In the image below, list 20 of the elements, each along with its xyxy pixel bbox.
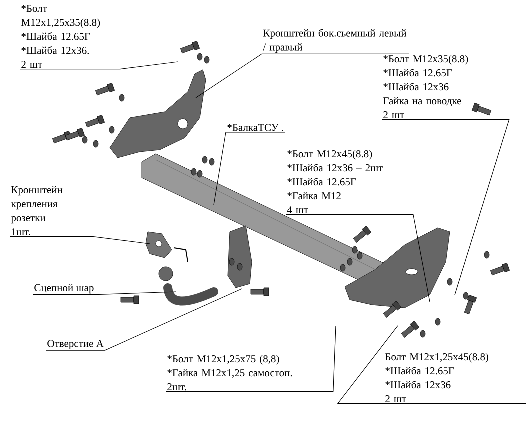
leader-line [10, 236, 150, 244]
leader-line [214, 132, 286, 206]
leader-line [196, 54, 410, 98]
leader-line [32, 292, 176, 296]
callout-text: *Болт М12x1,25x35(8.8) *Шайба 12.65Г *Шайба 12x36. 2 шт [22, 5, 100, 68]
leader-line [337, 326, 527, 404]
leader-line [46, 288, 242, 351]
leader-line [20, 62, 178, 70]
leader-line [382, 119, 510, 296]
callout-text: *Болт М12x1,25x75 (8,8) *Гайка М12x1,25 самостоп. 2шт. [168, 355, 292, 391]
callout-text: Сцепной шар [34, 284, 94, 294]
callout-text: *БалкаТСУ . [228, 124, 284, 132]
callout-text: Болт М12x1,25x45(8.8) *Шайба 12.65Г *Шайба 12x36 2 шт [386, 353, 489, 402]
callout-text: Отверстие А [48, 340, 104, 350]
callout-text: Кронштейн бок.сьемный левый / правый [263, 29, 407, 53]
callout-text: *Болт М12x35(8.8) *Шайба 12.65Г *Шайба 12x36 Гайка на поводке 2 шт [384, 55, 468, 118]
callout-text: Кронштейн крепления розетки 1шт. [11, 186, 63, 236]
callout-text: *Болт М12x45(8.8) *Шайба 12x36 – 2шт *Шайба 12.65Г *Гайка М12 4 шт [287, 150, 384, 214]
leader-line [166, 326, 336, 392]
leader-line [286, 214, 430, 302]
